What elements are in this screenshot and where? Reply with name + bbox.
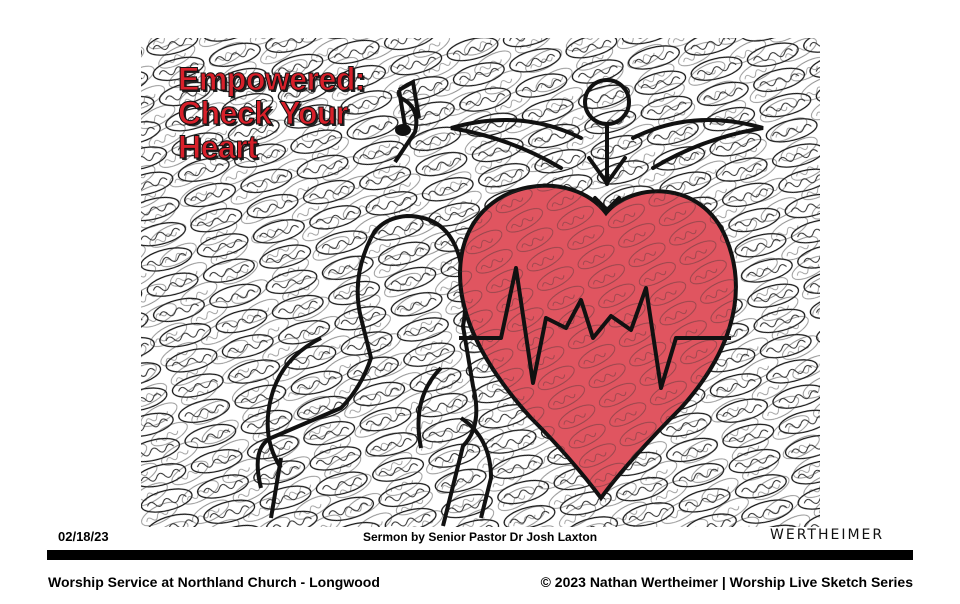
footer-venue: Worship Service at Northland Church - Lo…	[48, 574, 380, 590]
sketch-artwork	[141, 38, 820, 527]
divider-bar	[47, 550, 913, 560]
sermon-credit: Sermon by Senior Pastor Dr Josh Laxton	[362, 530, 598, 544]
sketch-illustration	[141, 38, 820, 527]
artist-signature: WERTHEIMER	[770, 527, 885, 543]
footer-copyright: © 2023 Nathan Wertheimer | Worship Live …	[540, 574, 913, 590]
date-label: 02/18/23	[58, 529, 109, 544]
winged-emblem	[450, 78, 764, 213]
title-line: Check Your	[177, 95, 348, 131]
title-line: Heart	[177, 129, 258, 165]
music-note	[395, 78, 421, 136]
title-line: Empowered:	[177, 61, 366, 97]
red-heart	[458, 183, 738, 502]
sketch-title: Empowered: Check Your Heart	[177, 61, 366, 165]
